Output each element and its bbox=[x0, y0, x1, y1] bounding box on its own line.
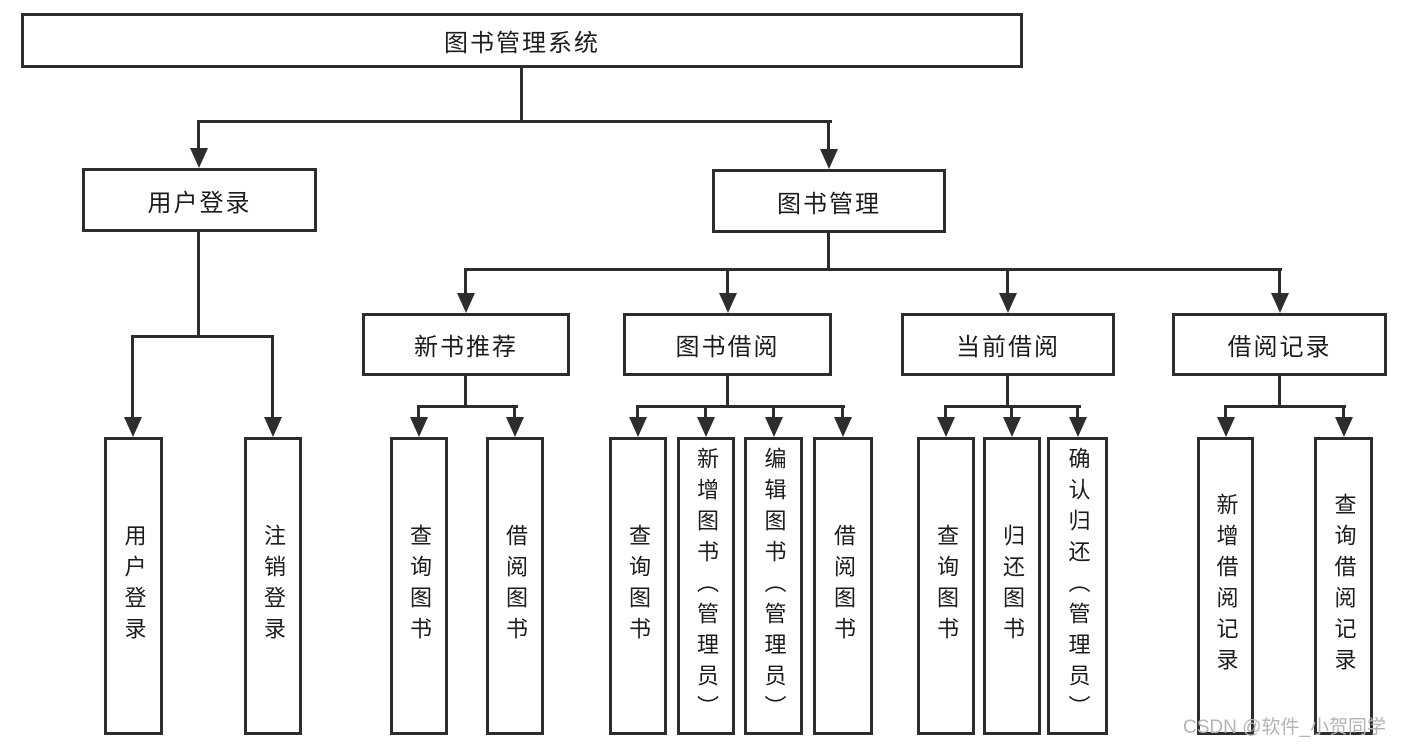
connector-shaft-leaf-borrow-books-borrowing bbox=[841, 405, 844, 419]
leaf-query-books-recommend: 查询图书 bbox=[390, 437, 448, 735]
connector-book-borrowing-stem bbox=[726, 376, 729, 408]
node-root-label: 图书管理系统 bbox=[444, 30, 600, 57]
connector-shaft-leaf-query-books-current bbox=[944, 405, 947, 419]
connector-shaft-leaf-add-book-admin bbox=[704, 405, 707, 419]
leaf-query-books-current-label: 查询图书 bbox=[934, 524, 959, 648]
connector-shaft-leaf-confirm-return-admin bbox=[1076, 405, 1079, 419]
arrowhead-borrow-records bbox=[1271, 293, 1289, 313]
connector-book-borrowing-hbar bbox=[636, 405, 845, 408]
arrowhead-user-login-group bbox=[190, 148, 208, 168]
leaf-edit-book-admin-label: 编辑图书（管理员） bbox=[761, 446, 787, 726]
leaf-add-borrow-record: 新增借阅记录 bbox=[1197, 437, 1254, 735]
connector-user-login-hbar bbox=[131, 335, 274, 338]
connector-borrow-records-hbar bbox=[1224, 405, 1346, 408]
leaf-edit-book-admin: 编辑图书（管理员） bbox=[744, 437, 803, 735]
arrowhead-leaf-add-borrow-record bbox=[1217, 417, 1235, 437]
node-root: 图书管理系统 bbox=[21, 13, 1023, 68]
connector-current-borrowing-stem bbox=[1006, 376, 1009, 408]
leaf-borrow-books-borrowing: 借阅图书 bbox=[813, 437, 873, 735]
connector-shaft-leaf-return-book bbox=[1010, 405, 1013, 419]
leaf-user-login: 用户登录 bbox=[104, 437, 163, 735]
connector-root-hbar bbox=[197, 120, 832, 123]
connector-borrow-records-stem bbox=[1278, 376, 1281, 408]
arrowhead-leaf-logout bbox=[264, 417, 282, 437]
leaf-add-book-admin: 新增图书（管理员） bbox=[677, 437, 735, 735]
node-book-management: 图书管理 bbox=[712, 169, 946, 233]
connector-shaft-leaf-logout bbox=[271, 335, 274, 419]
arrowhead-current-borrowing bbox=[999, 293, 1017, 313]
leaf-query-books-current: 查询图书 bbox=[917, 437, 975, 735]
connector-shaft-leaf-query-borrow-record bbox=[1342, 405, 1345, 419]
leaf-query-books-borrowing: 查询图书 bbox=[609, 437, 667, 735]
arrowhead-leaf-edit-book-admin bbox=[765, 417, 783, 437]
connector-shaft-new-book-recommend bbox=[464, 268, 467, 295]
node-book-borrowing-label: 图书借阅 bbox=[675, 334, 780, 361]
node-user-login-group: 用户登录 bbox=[82, 168, 317, 232]
leaf-query-borrow-record: 查询借阅记录 bbox=[1314, 437, 1373, 735]
node-new-book-recommend: 新书推荐 bbox=[362, 313, 570, 376]
leaf-logout-label: 注销登录 bbox=[261, 524, 286, 648]
leaf-query-books-borrowing-label: 查询图书 bbox=[626, 524, 651, 648]
arrowhead-leaf-query-borrow-record bbox=[1335, 417, 1353, 437]
node-current-borrowing-label: 当前借阅 bbox=[956, 334, 1060, 361]
connector-shaft-current-borrowing bbox=[1006, 268, 1009, 295]
connector-shaft-leaf-query-books-recommend bbox=[417, 405, 420, 419]
connector-root-stem bbox=[520, 68, 523, 123]
connector-shaft-leaf-query-books-borrowing bbox=[636, 405, 639, 419]
node-current-borrowing: 当前借阅 bbox=[901, 313, 1115, 376]
connector-shaft-leaf-user-login bbox=[131, 335, 134, 419]
connector-shaft-book-management bbox=[827, 120, 830, 153]
arrowhead-new-book-recommend bbox=[457, 293, 475, 313]
connector-new-book-recommend-hbar bbox=[417, 405, 518, 408]
node-user-login-group-label: 用户登录 bbox=[147, 189, 252, 217]
arrowhead-leaf-borrow-books-borrowing bbox=[834, 417, 852, 437]
connector-book-management-stem bbox=[827, 233, 830, 271]
node-book-borrowing: 图书借阅 bbox=[623, 313, 832, 376]
leaf-query-books-recommend-label: 查询图书 bbox=[407, 524, 432, 648]
connector-shaft-leaf-borrow-books-recommend bbox=[513, 405, 516, 419]
connector-shaft-leaf-add-borrow-record bbox=[1224, 405, 1227, 419]
node-borrow-records-label: 借阅记录 bbox=[1227, 334, 1332, 361]
connector-new-book-recommend-stem bbox=[464, 376, 467, 408]
arrowhead-book-management bbox=[820, 149, 838, 169]
connector-user-login-stem bbox=[197, 232, 200, 338]
connector-shaft-leaf-edit-book-admin bbox=[772, 405, 775, 419]
leaf-user-login-label: 用户登录 bbox=[121, 524, 147, 648]
leaf-borrow-books-recommend: 借阅图书 bbox=[486, 437, 544, 735]
arrowhead-book-borrowing bbox=[719, 293, 737, 313]
connector-shaft-borrow-records bbox=[1278, 268, 1281, 295]
node-book-management-label: 图书管理 bbox=[777, 190, 881, 218]
connector-shaft-book-borrowing bbox=[726, 268, 729, 295]
arrowhead-leaf-return-book bbox=[1003, 417, 1021, 437]
connector-book-management-hbar bbox=[464, 268, 1282, 271]
leaf-confirm-return-admin: 确认归还（管理员） bbox=[1047, 437, 1108, 735]
leaf-return-book: 归还图书 bbox=[983, 437, 1041, 735]
arrowhead-leaf-query-books-borrowing bbox=[629, 417, 647, 437]
leaf-logout: 注销登录 bbox=[244, 437, 302, 735]
leaf-add-borrow-record-label: 新增借阅记录 bbox=[1213, 493, 1239, 679]
node-borrow-records: 借阅记录 bbox=[1172, 313, 1387, 376]
leaf-borrow-books-recommend-label: 借阅图书 bbox=[503, 524, 528, 648]
arrowhead-leaf-add-book-admin bbox=[697, 417, 715, 437]
leaf-add-book-admin-label: 新增图书（管理员） bbox=[694, 446, 719, 726]
arrowhead-leaf-borrow-books-recommend bbox=[506, 417, 524, 437]
leaf-borrow-books-borrowing-label: 借阅图书 bbox=[831, 524, 856, 648]
arrowhead-leaf-user-login bbox=[124, 417, 142, 437]
leaf-confirm-return-admin-label: 确认归还（管理员） bbox=[1065, 446, 1091, 726]
leaf-return-book-label: 归还图书 bbox=[1000, 524, 1025, 648]
arrowhead-leaf-query-books-current bbox=[937, 417, 955, 437]
node-new-book-recommend-label: 新书推荐 bbox=[414, 334, 518, 361]
arrowhead-leaf-query-books-recommend bbox=[410, 417, 428, 437]
connector-shaft-user-login-group bbox=[197, 120, 200, 152]
csdn-watermark: CSDN @软件_小贺同学 bbox=[1183, 717, 1386, 738]
arrowhead-leaf-confirm-return-admin bbox=[1069, 417, 1087, 437]
leaf-query-borrow-record-label: 查询借阅记录 bbox=[1331, 493, 1357, 679]
